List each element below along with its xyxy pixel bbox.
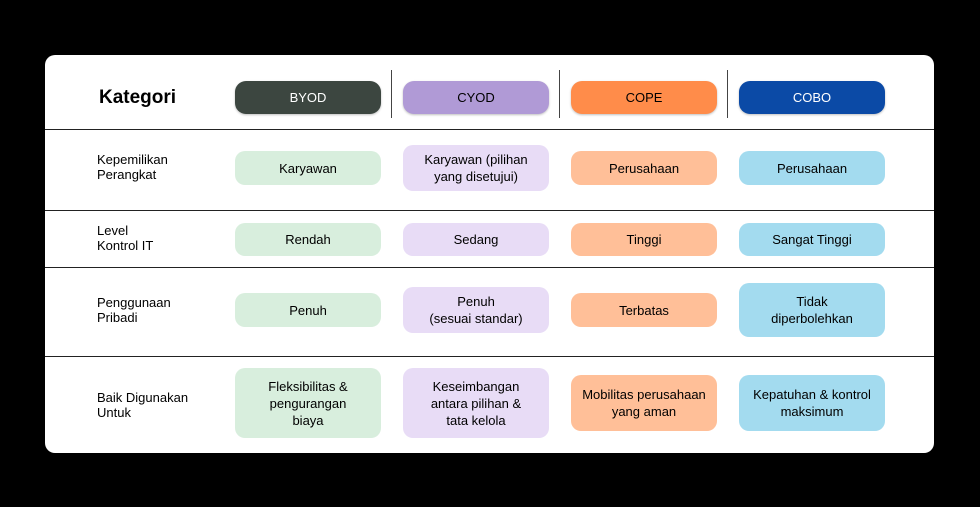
header-divider bbox=[391, 70, 392, 118]
header-cyod: CYOD bbox=[403, 81, 549, 114]
cell-byod-kontrol: Rendah bbox=[235, 223, 381, 256]
cell-cyod-penggunaan: Penuh (sesuai standar) bbox=[403, 287, 549, 333]
header-divider bbox=[727, 70, 728, 118]
header-divider bbox=[559, 70, 560, 118]
header-cope: COPE bbox=[571, 81, 717, 114]
cell-cope-baik: Mobilitas perusahaan yang aman bbox=[571, 375, 717, 431]
header-byod: BYOD bbox=[235, 81, 381, 114]
cell-cyod-kepemilikan: Karyawan (pilihan yang disetujui) bbox=[403, 145, 549, 191]
row-divider bbox=[45, 129, 934, 130]
cell-cope-kepemilikan: Perusahaan bbox=[571, 151, 717, 185]
cell-cyod-kontrol: Sedang bbox=[403, 223, 549, 256]
row-label-kepemilikan: Kepemilikan Perangkat bbox=[97, 152, 168, 182]
cell-byod-penggunaan: Penuh bbox=[235, 293, 381, 327]
cell-cobo-kepemilikan: Perusahaan bbox=[739, 151, 885, 185]
cell-cyod-baik: Keseimbangan antara pilihan & tata kelol… bbox=[403, 368, 549, 438]
row-divider bbox=[45, 210, 934, 211]
row-label-baik: Baik Digunakan Untuk bbox=[97, 390, 189, 420]
cell-cope-kontrol: Tinggi bbox=[571, 223, 717, 256]
row-label-penggunaan: Penggunaan Pribadi bbox=[97, 295, 171, 325]
cell-byod-kepemilikan: Karyawan bbox=[235, 151, 381, 185]
cell-cobo-kontrol: Sangat Tinggi bbox=[739, 223, 885, 256]
header-cobo: COBO bbox=[739, 81, 885, 114]
row-divider bbox=[45, 267, 934, 268]
table-title: Kategori bbox=[99, 87, 177, 108]
cell-cope-penggunaan: Terbatas bbox=[571, 293, 717, 327]
cell-byod-baik: Fleksibilitas & pengurangan biaya bbox=[235, 368, 381, 438]
row-divider bbox=[45, 356, 934, 357]
row-label-kontrol: Level Kontrol IT bbox=[97, 223, 154, 253]
cell-cobo-baik: Kepatuhan & kontrol maksimum bbox=[739, 375, 885, 431]
cell-cobo-penggunaan: Tidak diperbolehkan bbox=[739, 283, 885, 337]
